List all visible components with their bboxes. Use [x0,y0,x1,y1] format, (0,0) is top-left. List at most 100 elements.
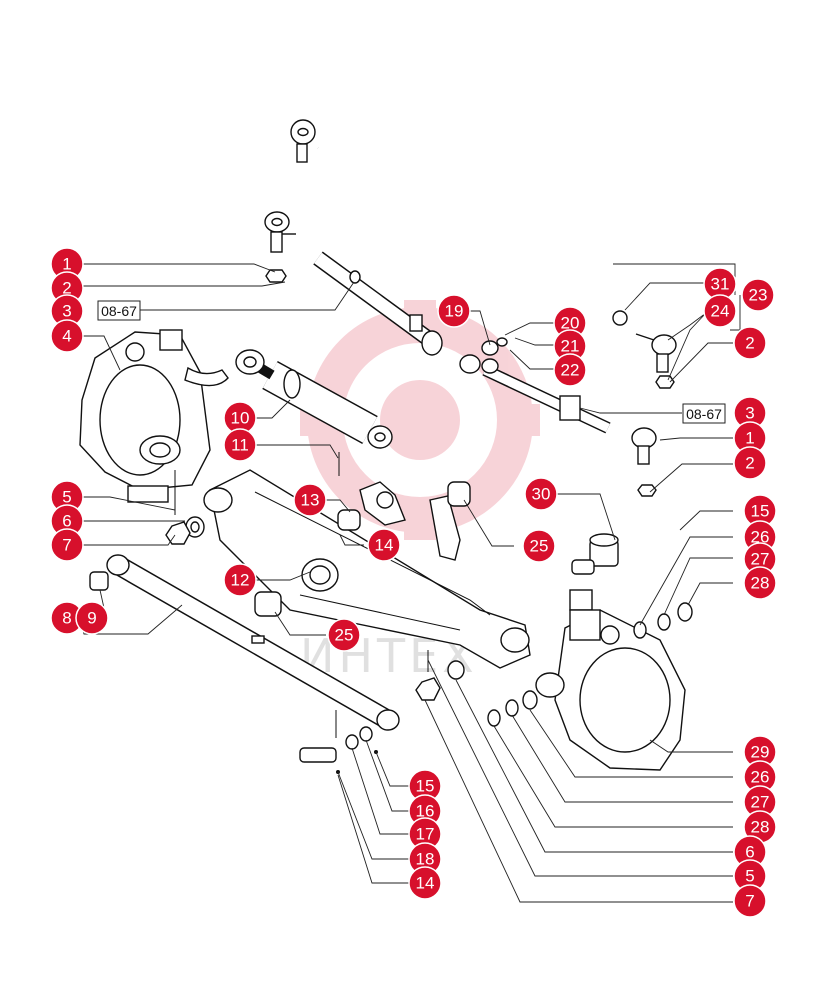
callout-19: 19 [437,294,471,328]
callout-11: 11 [223,428,257,462]
callout-label: 16 [416,802,435,821]
callout-label: 13 [301,491,320,510]
callout-label: 27 [751,550,770,569]
callout-label: 18 [416,850,435,869]
axle-beam [203,469,531,669]
callout-21: 21 [553,329,587,363]
callout-30: 30 [524,477,558,511]
callout-14b: 14 [408,866,442,900]
callout-9: 9 [75,601,109,635]
callout-label: 23 [749,286,768,305]
pin-5-right-set [415,650,465,701]
callout-label: 8 [62,609,71,628]
callout-25b: 25 [327,618,361,652]
callout-label: 6 [745,843,754,862]
callout-6a: 6 [50,504,84,538]
callout-15a: 15 [743,494,777,528]
callout-10: 10 [223,401,257,435]
callout-label: 1 [62,255,71,274]
callout-label: 5 [745,867,754,886]
callout-22: 22 [553,353,587,387]
callout-23: 23 [741,278,775,312]
leader-lines [79,263,741,903]
callout-label: 17 [416,825,435,844]
callout-5b: 5 [733,859,767,893]
tie-rod-long [290,119,628,326]
callout-15b: 15 [408,769,442,803]
callout-label: 6 [62,512,71,531]
callout-label: 2 [745,334,754,353]
steering-knuckle-right [535,589,686,771]
lower-link-rod [106,554,400,731]
callout-label: 25 [335,626,354,645]
callout-label: 7 [745,892,754,911]
callout-label: 11 [231,436,249,455]
short-tie-rod-left [313,251,443,356]
callout-13: 13 [293,483,327,517]
callout-label: 19 [445,302,464,321]
callout-label: 15 [416,777,435,796]
steering-knuckle-left [79,329,229,503]
callout-12: 12 [223,563,257,597]
callout-label: 9 [87,609,96,628]
callout-label: 31 [711,275,730,294]
callout-label: 5 [62,488,71,507]
callout-7b: 7 [733,884,767,918]
callout-label: 21 [561,337,580,356]
callout-label: 1 [745,429,754,448]
callout-2c: 2 [733,446,767,480]
kingpin-30 [571,533,619,575]
ref-code-right: 08-67 [686,406,722,422]
callout-label: 12 [231,571,250,590]
callout-label: 20 [561,314,580,333]
callout-label: 3 [62,302,71,321]
callout-18: 18 [408,842,442,876]
tie-rod-end-right-bottom [631,427,657,497]
tie-rod-end-left [264,211,296,283]
callout-4: 4 [50,319,84,353]
callout-label: 24 [711,302,730,321]
tie-rod-end-right-top [635,333,677,389]
callout-label: 15 [751,502,770,521]
callout-label: 27 [751,793,770,812]
callout-label: 28 [751,818,770,837]
callout-label: 14 [416,874,435,893]
callout-7a: 7 [50,528,84,562]
callout-28b: 28 [743,810,777,844]
callout-label: 25 [530,537,549,556]
callout-label: 29 [751,743,770,762]
pin-15-16-set [299,710,378,774]
callout-label: 26 [751,528,770,547]
callout-27b: 27 [743,785,777,819]
ref-box-right: 08-67 [682,403,726,424]
callout-label: 2 [745,454,754,473]
callout-label: 2 [62,279,71,298]
steering-cylinder [235,349,393,449]
callout-27a: 27 [743,542,777,576]
callout-label: 28 [751,574,770,593]
callout-2b: 2 [733,326,767,360]
callout-label: 4 [62,327,71,346]
bushing-25-top [447,481,471,507]
callout-label: 7 [62,536,71,555]
callout-label: 26 [751,768,770,787]
callout-24: 24 [703,294,737,328]
callout-28a: 28 [743,566,777,600]
washer-6-left [185,516,205,538]
tie-rod-right [459,337,611,434]
callout-20: 20 [553,306,587,340]
ref-box-left: 08-67 [97,300,141,321]
nut-7-left [165,521,191,545]
seal-ring-set-right [487,602,693,727]
ref-code-left: 08-67 [101,303,137,319]
bushing-9 [89,571,109,591]
callout-label: 22 [561,361,580,380]
bushing-13 [337,509,361,531]
callout-16: 16 [408,794,442,828]
callout-14a: 14 [367,528,401,562]
callout-2a: 2 [50,271,84,305]
bushing-25-bottom [254,591,282,617]
callout-25a: 25 [522,529,556,563]
callout-label: 14 [375,536,394,555]
